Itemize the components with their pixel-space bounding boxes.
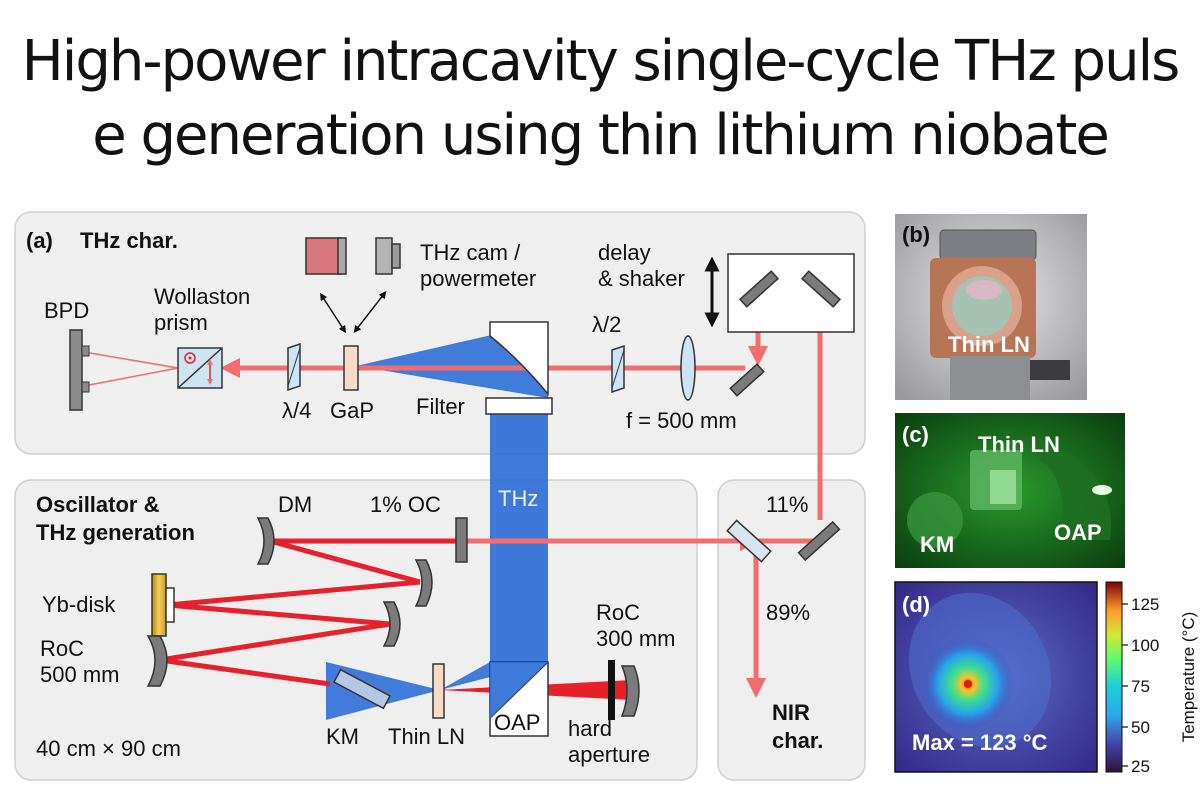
thz-filter xyxy=(485,397,553,415)
panel-c-oap-label: OAP xyxy=(1054,520,1102,545)
nir-char-label-2: char. xyxy=(772,728,823,753)
fold-mirror-2 xyxy=(382,601,401,647)
panel-b-tag: (b) xyxy=(902,222,930,247)
delay-label-2: & shaker xyxy=(598,266,685,291)
roc300-label-1: RoC xyxy=(596,600,640,625)
page-title-line-2: e generation using thin lithium niobate xyxy=(92,103,1110,168)
thz-char-panel xyxy=(14,211,866,455)
output-coupler xyxy=(455,517,468,563)
colorbar-tick-label: 125 xyxy=(1131,595,1159,614)
lambda4-label: λ/4 xyxy=(282,398,311,423)
thz-cam-label-2: powermeter xyxy=(420,266,536,291)
section-oscillator-1: Oscillator & xyxy=(36,492,160,517)
wollaston-label-2: prism xyxy=(154,310,208,335)
thz-cam-label-1: THz cam / xyxy=(420,240,521,265)
panel-d-thermal: (d) Max = 123 °C xyxy=(894,581,1123,773)
roc500-label-1: RoC xyxy=(40,636,84,661)
max-temperature-label: Max = 123 °C xyxy=(912,730,1047,755)
km-label: KM xyxy=(326,724,359,749)
hard-aperture-label-2: aperture xyxy=(568,742,650,767)
gap-label: GaP xyxy=(330,398,374,423)
bpd-beam-upper xyxy=(83,351,179,369)
cavity-beams xyxy=(159,538,462,687)
panel-c-tag: (c) xyxy=(902,422,929,447)
yb-disk-label: Yb-disk xyxy=(42,592,116,617)
dm-label: DM xyxy=(278,492,312,517)
lambda2-label: λ/2 xyxy=(592,312,621,337)
roc300-mirror xyxy=(620,665,640,717)
kerr-medium xyxy=(332,668,392,710)
roc500-label-2: 500 mm xyxy=(40,662,119,687)
nir-char-label-1: NIR xyxy=(772,700,810,725)
dimensions-label: 40 cm × 90 cm xyxy=(36,736,181,761)
thin-ln-crystal xyxy=(432,663,445,719)
colorbar-tick-label: 75 xyxy=(1131,677,1150,696)
panel-c-photo: (c) Thin LN KM OAP xyxy=(895,413,1125,568)
beam-splitter xyxy=(726,519,772,563)
colorbar-title: Temperature (°C) xyxy=(1179,612,1198,743)
nir-steering-mirror xyxy=(797,520,841,562)
oap-mirror-upper xyxy=(489,321,549,397)
powermeter-icon xyxy=(375,237,393,275)
panel-c-thin-ln-label: Thin LN xyxy=(978,432,1060,457)
hard-aperture xyxy=(608,660,615,720)
thin-ln-label: Thin LN xyxy=(388,724,465,749)
focusing-lens xyxy=(680,335,696,401)
page-title-line-1: High-power intracavity single-cycle THz … xyxy=(21,29,1181,94)
fold-mirror-1 xyxy=(414,559,433,607)
roc300-label-2: 300 mm xyxy=(596,626,675,651)
thz-camera-icon xyxy=(305,237,343,275)
panel-b-photo: (b) Thin LN xyxy=(895,214,1087,400)
panel-a-tag: (a) xyxy=(26,228,53,253)
thz-beam-vertical xyxy=(490,410,548,662)
delay-label-1: delay xyxy=(598,240,651,265)
oc-label: 1% OC xyxy=(370,492,441,517)
colorbar xyxy=(1105,581,1123,773)
split-11-label: 11% xyxy=(766,492,808,517)
split-89-label: 89% xyxy=(766,600,810,625)
gap-crystal xyxy=(343,345,359,391)
colorbar-tick-label: 50 xyxy=(1131,718,1150,737)
panel-d-tag: (d) xyxy=(902,592,930,617)
section-oscillator-2: THz generation xyxy=(36,520,195,545)
wollaston-label-1: Wollaston xyxy=(154,284,250,309)
bpd-detector xyxy=(69,329,83,411)
oap-label: OAP xyxy=(494,710,540,735)
yb-disk xyxy=(151,573,167,637)
section-thz-char: THz char. xyxy=(80,228,178,253)
hard-aperture-label-1: hard xyxy=(568,716,612,741)
bpd-label: BPD xyxy=(44,298,89,323)
panel-b-thin-ln-label: Thin LN xyxy=(948,332,1030,357)
thz-label: THz xyxy=(498,486,538,511)
dispersive-mirror xyxy=(256,517,275,565)
focal-length-label: f = 500 mm xyxy=(626,408,737,433)
filter-label: Filter xyxy=(416,394,465,419)
bpd-beam-lower xyxy=(83,367,179,387)
roc500-mirror xyxy=(146,635,168,687)
steering-mirror xyxy=(729,363,765,397)
colorbar-tick-label: 100 xyxy=(1131,636,1159,655)
panel-c-km-label: KM xyxy=(920,532,954,557)
colorbar-ticks: 125 100 75 50 25 xyxy=(1122,595,1159,776)
colorbar-tick-label: 25 xyxy=(1131,757,1150,776)
